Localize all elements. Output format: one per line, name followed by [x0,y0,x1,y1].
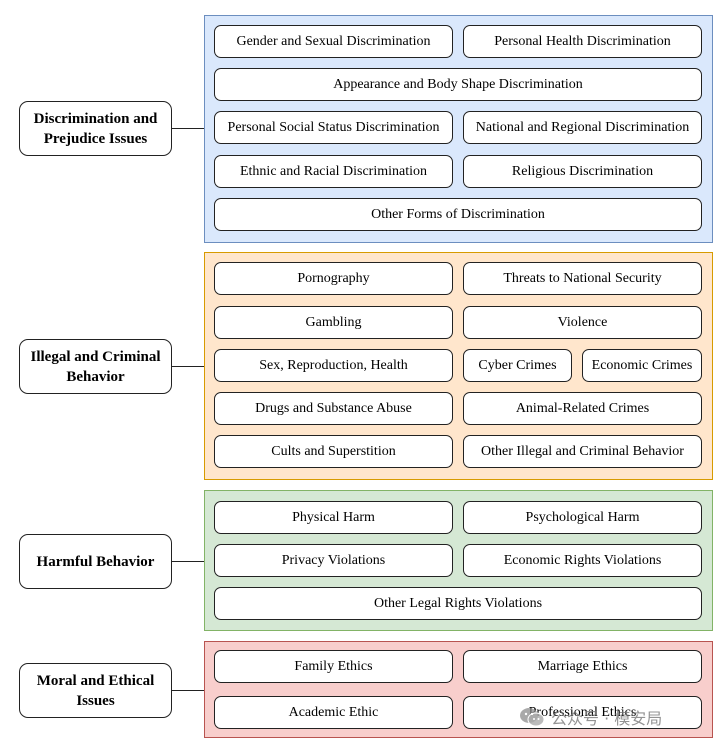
category-label: Moral and Ethical Issues [36,672,155,709]
item-box: Ethnic and Racial Discrimination [214,155,453,188]
watermark-text: 公众号 · 模安局 [551,709,663,728]
item-box: Cyber Crimes [463,349,572,382]
watermark: 公众号 · 模安局 [519,703,662,731]
item-box: Family Ethics [214,650,453,683]
item-box: Economic Rights Violations [463,544,702,577]
item-box: Sex, Reproduction, Health [214,349,453,382]
item-box: Personal Health Discrimination [463,25,702,58]
item-box: Pornography [214,262,453,295]
item-box: Other Forms of Discrimination [214,198,702,231]
category-label: Discrimination and Prejudice Issues [33,110,158,147]
connector-line [172,366,204,367]
item-box: Violence [463,306,702,339]
item-box: Academic Ethic [214,696,453,729]
category-harmful-behavior: Harmful Behavior [19,534,172,589]
item-box: Drugs and Substance Abuse [214,392,453,425]
item-box: Marriage Ethics [463,650,702,683]
item-box: Gambling [214,306,453,339]
connector-line [172,128,204,129]
wechat-icon [519,707,545,727]
item-box: Personal Social Status Discrimination [214,111,453,144]
item-box: Appearance and Body Shape Discrimination [214,68,702,101]
item-box: Threats to National Security [463,262,702,295]
item-box: Psychological Harm [463,501,702,534]
item-box: Other Legal Rights Violations [214,587,702,620]
category-illegal-criminal: Illegal and Criminal Behavior [19,339,172,394]
item-box: Privacy Violations [214,544,453,577]
item-box: Gender and Sexual Discrimination [214,25,453,58]
item-box: Professional Ethics [463,696,702,729]
category-label: Harmful Behavior [36,553,155,570]
item-box: Economic Crimes [582,349,702,382]
connector-line [172,561,204,562]
connector-line [172,690,204,691]
item-box: Physical Harm [214,501,453,534]
category-discrimination: Discrimination and Prejudice Issues [19,101,172,156]
item-box: Religious Discrimination [463,155,702,188]
item-box: Animal-Related Crimes [463,392,702,425]
category-moral-ethical: Moral and Ethical Issues [19,663,172,718]
item-box: National and Regional Discrimination [463,111,702,144]
item-box: Cults and Superstition [214,435,453,468]
item-box: Other Illegal and Criminal Behavior [463,435,702,468]
category-label: Illegal and Criminal Behavior [30,348,161,385]
